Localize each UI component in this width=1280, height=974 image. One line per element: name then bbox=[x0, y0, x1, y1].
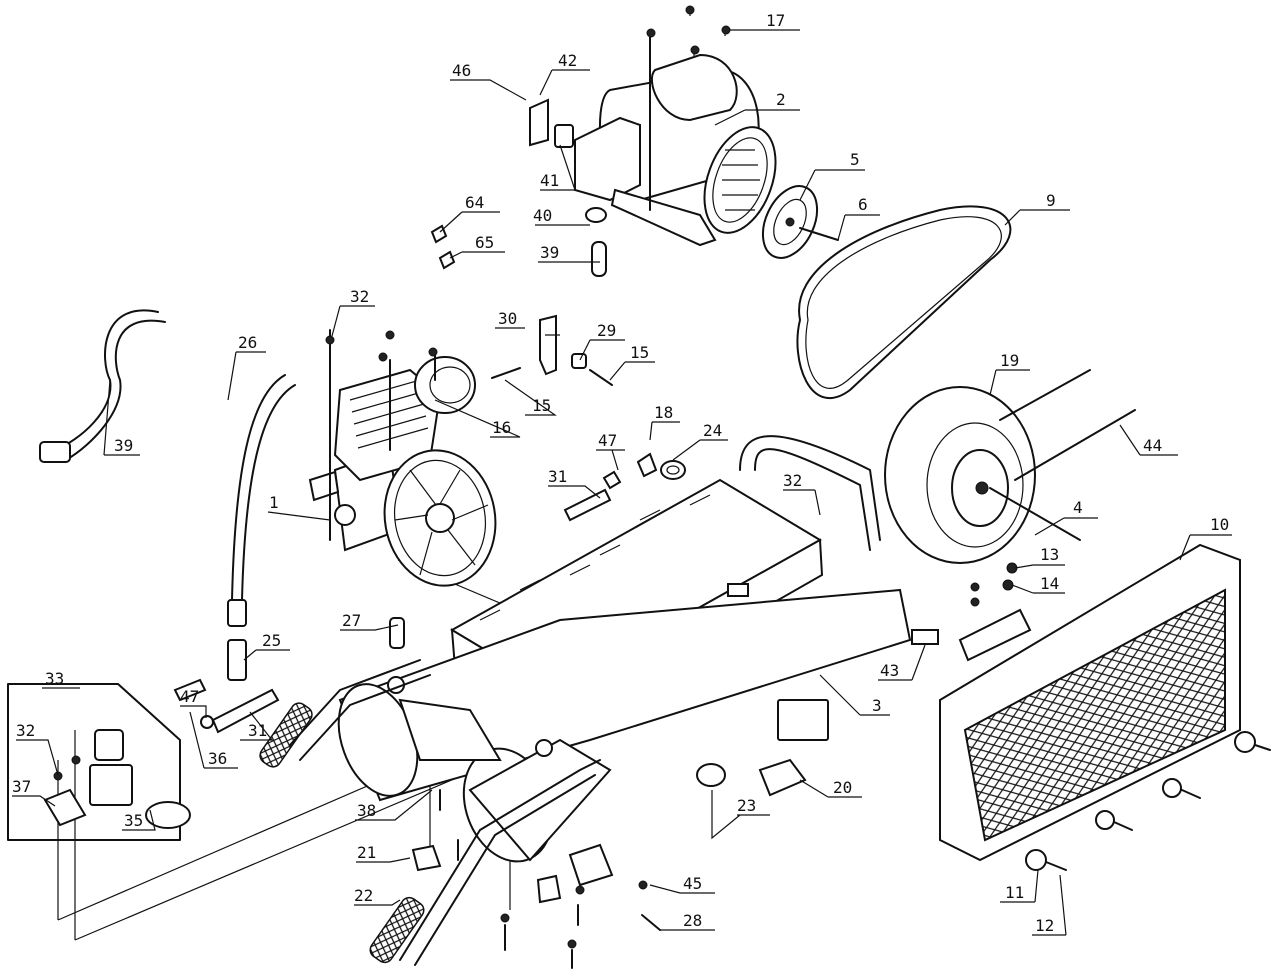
callout-14: 14 bbox=[1040, 574, 1059, 593]
callout-44: 44 bbox=[1143, 436, 1162, 455]
drive-belt bbox=[796, 205, 1012, 399]
callout-32-frame: 32 bbox=[783, 471, 802, 490]
callout-42: 42 bbox=[558, 51, 577, 70]
wheel bbox=[884, 369, 1136, 564]
callout-25: 25 bbox=[262, 631, 281, 650]
callout-27: 27 bbox=[342, 611, 361, 630]
callout-64: 64 bbox=[465, 193, 484, 212]
tank-handles bbox=[259, 659, 601, 966]
callout-18: 18 bbox=[654, 403, 673, 422]
callout-39-hose: 39 bbox=[114, 436, 133, 455]
callout-65: 65 bbox=[475, 233, 494, 252]
callout-10: 10 bbox=[1210, 515, 1229, 534]
callout-23: 23 bbox=[737, 796, 756, 815]
callout-36: 36 bbox=[208, 749, 227, 768]
callout-31-top: 31 bbox=[548, 467, 567, 486]
callout-26: 26 bbox=[238, 333, 257, 352]
callout-layer: 17 42 46 2 5 6 9 41 40 39 64 65 32 30 29… bbox=[12, 11, 1232, 936]
callout-13: 13 bbox=[1040, 545, 1059, 564]
callout-31-left: 31 bbox=[248, 721, 267, 740]
air-pump bbox=[308, 329, 476, 552]
callout-11: 11 bbox=[1005, 883, 1024, 902]
callout-38: 38 bbox=[357, 801, 376, 820]
callout-30: 30 bbox=[498, 309, 517, 328]
left-fittings bbox=[173, 617, 405, 734]
callout-5: 5 bbox=[850, 150, 860, 169]
callout-15-top: 15 bbox=[630, 343, 649, 362]
callout-6: 6 bbox=[858, 195, 868, 214]
callout-9: 9 bbox=[1046, 191, 1056, 210]
callout-43: 43 bbox=[880, 661, 899, 680]
callout-19: 19 bbox=[1000, 351, 1019, 370]
callout-47-top: 47 bbox=[598, 431, 617, 450]
callout-2: 2 bbox=[776, 90, 786, 109]
callout-1: 1 bbox=[269, 493, 279, 512]
callout-32-left: 32 bbox=[16, 721, 35, 740]
callout-22: 22 bbox=[354, 886, 373, 905]
pump-flywheel bbox=[383, 449, 497, 587]
callout-32-pump: 32 bbox=[350, 287, 369, 306]
callout-39-cord: 39 bbox=[540, 243, 559, 262]
rubber-feet bbox=[411, 758, 807, 904]
callout-15-pump: 15 bbox=[532, 396, 551, 415]
callout-33: 33 bbox=[45, 669, 64, 688]
tank-hardware bbox=[439, 789, 661, 969]
callout-35: 35 bbox=[124, 811, 143, 830]
callout-41: 41 bbox=[540, 171, 559, 190]
callout-40: 40 bbox=[533, 206, 552, 225]
callout-17: 17 bbox=[766, 11, 785, 30]
callout-24: 24 bbox=[703, 421, 722, 440]
callout-37: 37 bbox=[12, 777, 31, 796]
callout-46: 46 bbox=[452, 61, 471, 80]
hoses-and-cord bbox=[39, 309, 296, 681]
callout-21: 21 bbox=[357, 843, 376, 862]
callout-4: 4 bbox=[1073, 498, 1083, 517]
electric-motor bbox=[574, 29, 777, 247]
regulator-assembly-box bbox=[7, 683, 191, 841]
electrical-small-parts bbox=[430, 5, 731, 277]
callout-28: 28 bbox=[683, 911, 702, 930]
callout-29: 29 bbox=[597, 321, 616, 340]
callout-16: 16 bbox=[492, 418, 511, 437]
callout-12: 12 bbox=[1035, 916, 1054, 935]
front-guard bbox=[939, 543, 1271, 871]
callout-45: 45 bbox=[683, 874, 702, 893]
callout-3: 3 bbox=[872, 696, 882, 715]
callout-20: 20 bbox=[833, 778, 852, 797]
callout-47-left: 47 bbox=[180, 687, 199, 706]
